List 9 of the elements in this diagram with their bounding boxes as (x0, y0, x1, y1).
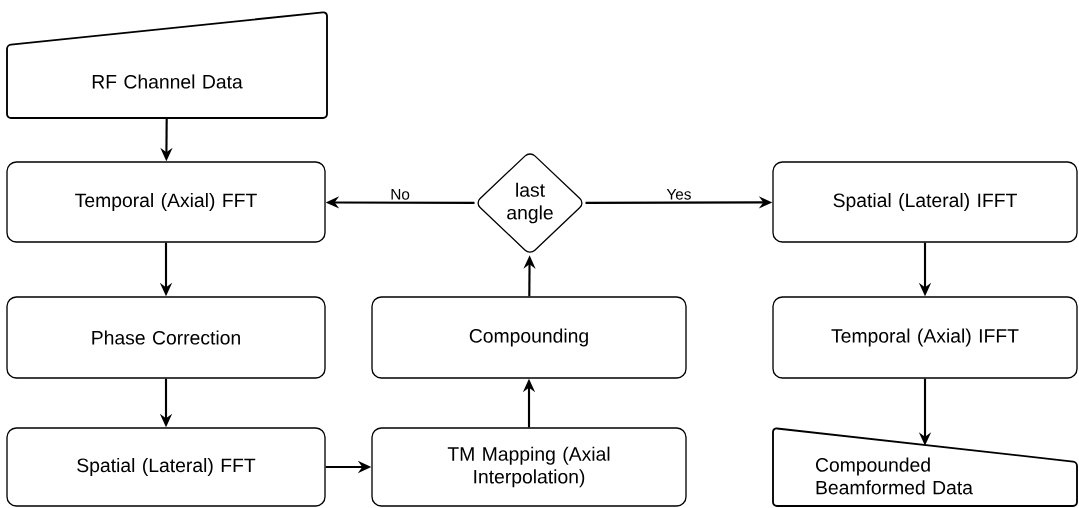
process-box: Compounding (371, 296, 687, 379)
edge-label: Yes (665, 187, 693, 202)
process-box: Phase Correction (6, 296, 326, 379)
process-box: Spatial (Lateral) IFFT (772, 161, 1078, 243)
edge-label: No (388, 187, 412, 202)
process-box: Temporal (Axial) IFFT (772, 296, 1078, 379)
process-box: Spatial (Lateral) FFT (6, 427, 326, 507)
process-box: Temporal (Axial) FFT (6, 161, 326, 243)
process-box: TM Mapping (Axial Interpolation) (371, 427, 687, 507)
